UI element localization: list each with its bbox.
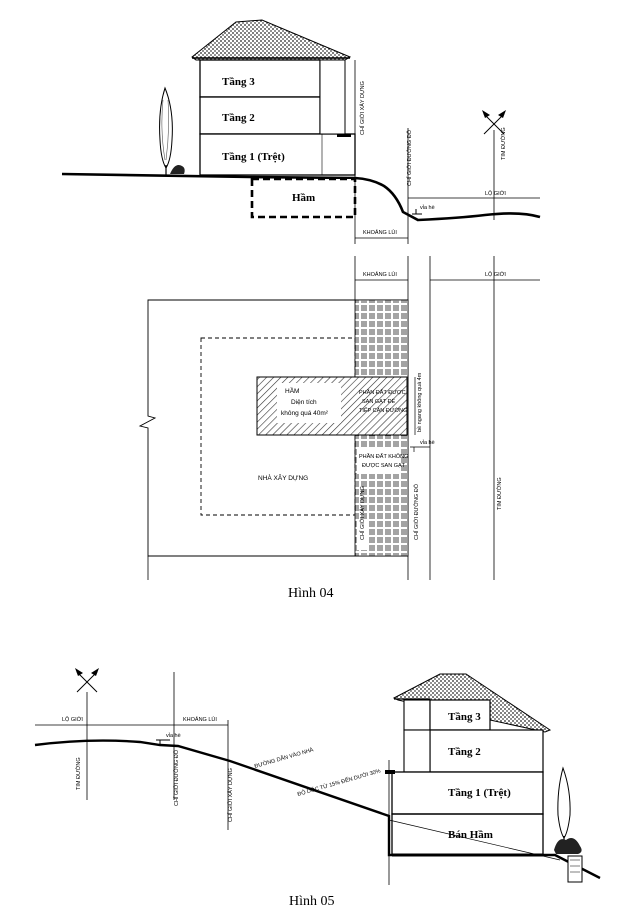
floor1-label: Tầng 1 (Trệt)	[222, 151, 285, 163]
not-graded-1: PHẦN ĐẤT KHÔNG	[359, 453, 408, 460]
fig05-ground	[34, 739, 601, 880]
build-line-label: CHỈ GIỚI XÂY DỰNG	[359, 81, 366, 135]
road-line-label: CHỈ GIỚI ĐƯỜNG ĐỎ	[406, 129, 413, 186]
fig05-setback-label: KHOẢNG LÙI	[183, 716, 217, 723]
width-note: bề ngang không quá 4m	[417, 372, 423, 432]
building-footprint	[200, 337, 356, 516]
fig05-floor2-box	[429, 729, 544, 773]
basement-label: Hầm	[292, 192, 315, 204]
fig04-section: Tầng 3 Tầng 2 Tầng 1 (Trệt) Hầm CHỈ GIỚI…	[61, 19, 541, 244]
fig05-basement-label: Bán Hầm	[448, 829, 493, 841]
road-center-label: TIM ĐƯỜNG	[500, 127, 507, 160]
plan-road-edge-label: LỘ GIỚI	[485, 271, 506, 278]
graded-2: SAN GẠT ĐỂ	[362, 398, 396, 405]
road-center-arrows-icon	[75, 668, 99, 693]
fig05-floor2-label: Tầng 2	[448, 746, 481, 758]
plan-road-center-label: TIM ĐƯỜNG	[496, 477, 503, 510]
fig05-build-line-label: CHỈ GIỚI XÂY DỰNG	[227, 768, 234, 822]
figure04-caption: Hình 04	[288, 586, 334, 601]
plan-build-line-label: CHỈ GIỚI XÂY DỰNG	[359, 486, 366, 540]
fig05-section: LỘ GIỚI KHOẢNG LÙI vỉa hè TIM ĐƯỜNG CHỈ …	[34, 668, 601, 885]
road-edge-label: LỘ GIỚI	[485, 190, 506, 197]
floor3-label: Tầng 3	[222, 76, 255, 88]
setback-label: KHOẢNG LÙI	[363, 229, 397, 236]
fig05-road-center-label: TIM ĐƯỜNG	[75, 757, 82, 790]
curb-label: vỉa hè	[420, 204, 435, 211]
tree-icon	[554, 766, 583, 883]
fig05-curb-label: vỉa hè	[166, 732, 181, 739]
roof-shape	[191, 19, 352, 61]
fig05-floor3-box	[403, 699, 431, 731]
floor3-box	[199, 59, 321, 98]
fig04-plan: KHOẢNG LÙI LỘ GIỚI HẦM Diện tích không q…	[138, 256, 540, 580]
fig05-road-line-label: CHỈ GIỚI ĐƯỜNG ĐỎ	[173, 749, 180, 806]
graded-3: TIẾP CẬN ĐƯỜNG	[359, 407, 407, 414]
driveway-label: ĐƯỜNG DẪN VÀO NHÀ	[254, 746, 315, 770]
plan-setback-label: KHOẢNG LÙI	[363, 271, 397, 278]
fig05-floor3-label: Tầng 3	[448, 711, 481, 723]
basement-area-2: không quá 40m²	[281, 410, 329, 417]
ground-line	[61, 172, 541, 222]
floor1-box	[199, 133, 356, 176]
floor2-label: Tầng 2	[222, 112, 255, 124]
not-graded-2: ĐƯỢC SAN GẠT	[362, 463, 406, 469]
figure05-caption: Hình 05	[289, 894, 335, 909]
basement-area-1: Diện tích	[291, 399, 317, 406]
tree-icon	[159, 86, 185, 176]
plan-curb-label: vỉa hè	[420, 439, 435, 446]
basement-box	[250, 177, 357, 219]
slope-label: ĐỘ DỐC TỪ 15% ĐẾN DƯỚI 30%	[297, 767, 382, 798]
floor2-box	[199, 96, 321, 135]
basement-title: HẦM	[285, 385, 299, 395]
fig05-road-edge-label: LỘ GIỚI	[62, 716, 83, 723]
plan-road-line-label: CHỈ GIỚI ĐƯỜNG ĐỎ	[413, 483, 420, 540]
building-label: NHÀ XÂY DỰNG	[258, 473, 308, 482]
fig05-floor1-label: Tầng 1 (Trệt)	[448, 787, 511, 799]
graded-1: PHẦN ĐẤT ĐƯỢC	[359, 389, 406, 396]
road-center-arrows-icon	[482, 110, 506, 135]
